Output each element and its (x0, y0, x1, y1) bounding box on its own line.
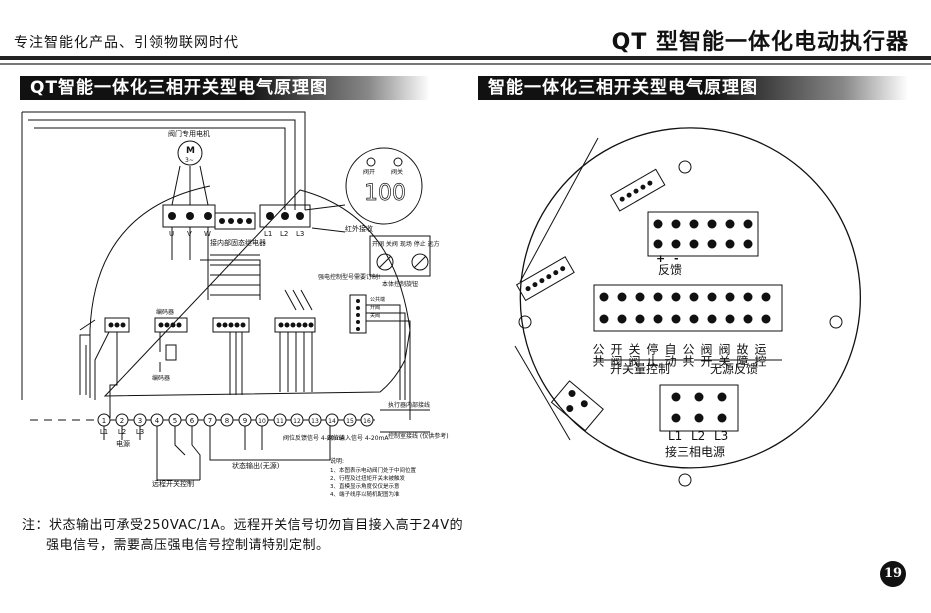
term-num: 11 (276, 418, 284, 425)
term-num: 4 (155, 417, 160, 425)
local-knob-label: 本体控制旋钮 (382, 280, 418, 288)
term-l2-bottom: L2 (118, 428, 126, 436)
legend-line-3: 3、直模显示角度仅仅是示意 (330, 482, 400, 490)
input-signal-label: 阀位输入信号 4-20mA (327, 434, 389, 442)
power-l1: L1 (668, 429, 682, 443)
motor-label: 阀门专用电机 (168, 129, 210, 138)
footnote: 注：状态输出可承受250VAC/1A。远程开关信号切勿盲目接入高于24V的 强电… (22, 516, 463, 556)
right-section-title: 智能一体化三相开关型电气原理图 (478, 76, 908, 100)
term-num: 5 (173, 417, 177, 425)
motor-symbol-text: M (186, 146, 195, 156)
term-num: 2 (120, 417, 124, 425)
term-l1: L1 (264, 230, 272, 238)
enclosure-outline (89, 185, 211, 398)
knob-labels: 开阀 关阀 现场 停止 远方 (372, 240, 440, 248)
side-label-open: 开阀 (370, 304, 380, 311)
enclosure-outline-right (103, 189, 411, 397)
ctrl-box-label: 控制室接线 (仅供参考) (388, 432, 449, 440)
side-label-close: 关阀 (370, 312, 380, 319)
control-block (593, 284, 783, 332)
display-open: 阀开 (363, 168, 375, 176)
col-label: 阀关 (717, 343, 731, 367)
term-l3: L3 (296, 230, 304, 238)
encoder1-label: 编码器 (156, 308, 174, 316)
term-w: W (204, 230, 211, 238)
page-number: 19 (880, 561, 906, 587)
power-l3: L3 (714, 429, 728, 443)
side-label-common: 公共端 (370, 296, 385, 303)
control-dots (599, 292, 771, 324)
term-num: 9 (243, 417, 247, 425)
power-l2: L2 (691, 429, 705, 443)
col-label: 停止 (645, 342, 659, 367)
feedback-label: 反馈 (658, 263, 682, 277)
header-slogan: 专注智能化产品、引领物联网时代 (14, 35, 239, 51)
term-num: 15 (346, 418, 354, 425)
minus-sign: - (674, 252, 679, 265)
term-num: 13 (311, 418, 319, 425)
display-panel (345, 147, 423, 225)
power-label: 电源 (116, 439, 130, 448)
term-num: 12 (293, 418, 301, 425)
inner-wire-label: 执行器内部接线 (388, 401, 430, 409)
status-out-label: 状态输出(无源) (232, 461, 280, 470)
footnote-line-1: 注：状态输出可承受250VAC/1A。远程开关信号切勿盲目接入高于24V的 (22, 518, 464, 533)
term-num: 8 (225, 417, 229, 425)
col-label: 故障 (735, 342, 749, 367)
footnote-line-2: 强电信号，需要高压强电信号控制请特别定制。 (46, 538, 330, 553)
header-rule-thin (0, 63, 931, 65)
col-label: 公共 (591, 343, 605, 368)
page-title: QT 型智能一体化电动执行器 (611, 30, 909, 55)
col-label: 公共 (681, 343, 695, 368)
col-label: 开阀 (609, 343, 623, 368)
term-l1-bottom: L1 (100, 428, 108, 436)
feedback-block (647, 211, 759, 257)
terminal-numbers: 1 2 3 4 5 6 7 8 9 10 11 12 13 14 15 16 L… (100, 417, 371, 436)
feedback-signal-label: 阀位反馈信号 4-20mA (283, 434, 345, 442)
term-num: 16 (363, 418, 371, 425)
term-v: V (187, 230, 192, 238)
term-num: 1 (102, 417, 106, 425)
encoder2-label: 编码器 (152, 374, 170, 382)
term-num: 10 (258, 418, 266, 425)
feedback-dots (653, 219, 753, 249)
term-l2: L2 (280, 230, 288, 238)
relay-label: 接内部固态继电器 (210, 238, 266, 247)
terminal-dots (108, 180, 771, 423)
power-block (659, 384, 739, 432)
legend-line-1: 1、本图表示电动阀门处于中间位置 (330, 466, 417, 474)
col-label: 运控 (753, 343, 767, 367)
col-label: 关阀 (627, 343, 641, 368)
term-num: 6 (190, 417, 195, 425)
col-label: 阀开 (699, 343, 713, 367)
remote-ctrl-label: 远程开关控制 (152, 479, 194, 488)
passive-fb-label: 无源反馈 (710, 362, 758, 376)
display-close: 阀关 (391, 168, 403, 176)
legend-line-2: 2、行程及过扭矩开关未被触发 (330, 474, 406, 482)
left-section-title: QT智能一体化三相开关型电气原理图 (20, 76, 430, 100)
legend-title: 说明: (330, 457, 344, 465)
header-rule (0, 56, 931, 60)
term-num: 3 (138, 417, 142, 425)
power-dots (671, 392, 727, 423)
motor-phase: 3~ (185, 157, 194, 164)
ir-label: 红外接收 (345, 224, 373, 233)
legend-line-4: 4、端子线序以随机配图为准 (330, 490, 400, 498)
switch-ctrl-label: 开关量控制 (610, 362, 670, 376)
term-u: U (169, 230, 174, 238)
term-l3-bottom: L3 (136, 428, 144, 436)
display-value: 100 (364, 181, 406, 206)
term-num: 14 (328, 418, 336, 425)
col-label: 自动 (663, 343, 677, 367)
control-labels: 公共 开阀 关阀 停止 自动 公共 阀开 阀关 故障 运控 (591, 342, 767, 368)
plus-sign: + (656, 252, 665, 265)
motor-symbol (177, 140, 203, 166)
housing-outline (559, 127, 861, 469)
knob-panel (369, 235, 431, 277)
term-num: 7 (208, 417, 212, 425)
power-label-right: 接三相电源 (665, 444, 725, 459)
custom-note: 强电控制型号需要订制! (318, 273, 380, 281)
